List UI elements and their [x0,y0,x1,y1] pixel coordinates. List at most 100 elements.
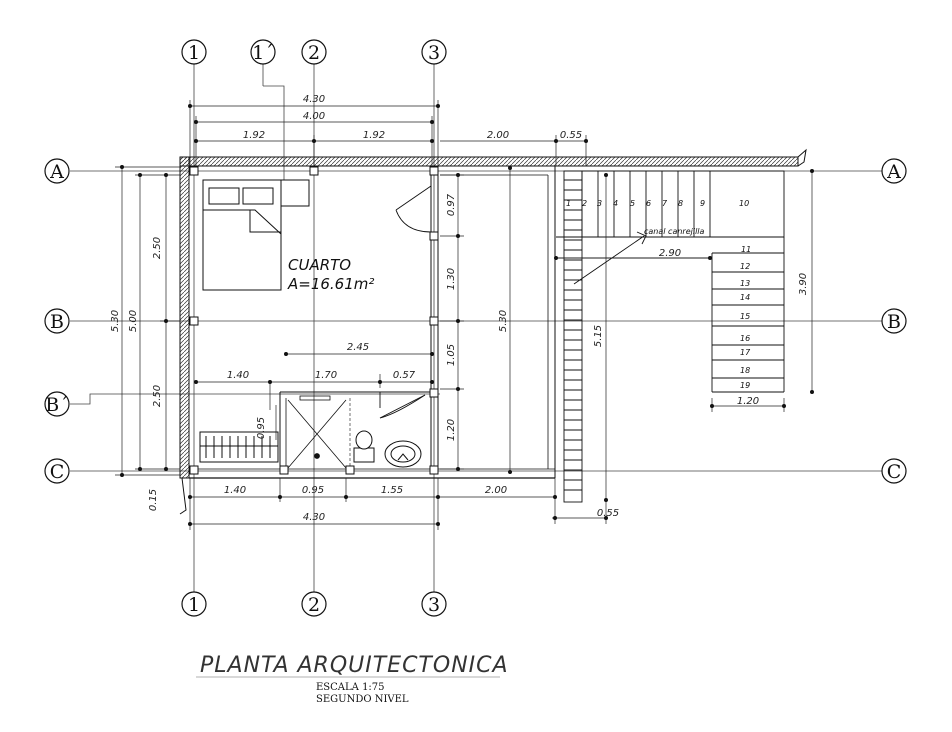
svg-text:11: 11 [741,245,751,254]
svg-text:10: 10 [739,199,749,208]
svg-text:5.00: 5.00 [128,310,139,332]
svg-text:0.95: 0.95 [302,485,324,496]
drawing-level: SEGUNDO NIVEL [316,694,409,705]
shower [287,395,347,469]
svg-text:7: 7 [662,199,668,208]
stair-note: canal canrejilla [644,227,705,236]
svg-text:19: 19 [740,381,750,390]
doors [379,185,432,419]
svg-text:A: A [886,161,901,183]
svg-text:2.00: 2.00 [485,485,507,496]
grid-bubble-1prime-top: 1´ [250,39,276,65]
grid-bubbles-right: A B C [881,158,907,484]
svg-text:3: 3 [597,199,602,208]
svg-text:B: B [50,311,64,333]
svg-text:0.15: 0.15 [148,489,159,511]
svg-text:3: 3 [428,594,440,616]
svg-text:1.40: 1.40 [224,485,246,496]
svg-text:16: 16 [740,334,750,343]
svg-text:4.30: 4.30 [303,512,325,523]
svg-text:2: 2 [308,42,320,64]
svg-text:5.30: 5.30 [110,310,121,332]
title-block: PLANTA ARQUITECTONICA ESCALA 1:75 SEGUND… [196,653,509,705]
svg-text:17: 17 [740,348,751,357]
svg-text:9: 9 [700,199,705,208]
svg-text:1.92: 1.92 [363,130,385,141]
grid-bubble-3-bottom: 3 [421,591,447,617]
svg-text:18: 18 [740,366,750,375]
svg-text:1.20: 1.20 [737,396,759,407]
svg-text:13: 13 [740,279,750,288]
svg-text:CUARTO: CUARTO [288,256,351,274]
svg-text:2.50: 2.50 [152,385,163,407]
stair-step-numbers: 1 2 3 4 5 6 7 8 9 10 11 12 13 14 15 16 1… [566,199,751,390]
sink [384,440,422,468]
svg-text:4.00: 4.00 [303,111,325,122]
svg-text:0.55: 0.55 [597,508,619,519]
grid-bubble-3-top: 3 [421,39,447,65]
svg-text:0.55: 0.55 [560,130,582,141]
svg-text:B´: B´ [45,394,68,416]
svg-text:4: 4 [613,199,618,208]
svg-text:2.45: 2.45 [347,342,369,353]
svg-text:C: C [887,461,902,483]
grid-bubble-C-left: C [44,458,70,484]
svg-text:1.05: 1.05 [446,344,457,366]
svg-text:4.30: 4.30 [303,94,325,105]
svg-text:1: 1 [566,199,571,208]
grid-bubble-2-bottom: 2 [301,591,327,617]
grid-bubbles-left: A B B´ C [44,158,70,484]
svg-text:15: 15 [740,312,750,321]
svg-text:14: 14 [740,293,750,302]
svg-text:0.57: 0.57 [393,370,416,381]
grid-bubble-C-right: C [881,458,907,484]
svg-text:1.92: 1.92 [243,130,265,141]
drawing-title: PLANTA ARQUITECTONICA [200,653,509,678]
svg-text:1.40: 1.40 [227,370,249,381]
svg-text:12: 12 [740,262,750,271]
svg-text:2.50: 2.50 [152,237,163,259]
dimension-lines [115,100,813,530]
svg-text:1.30: 1.30 [446,268,457,290]
svg-text:3: 3 [428,42,440,64]
grid-bubble-1-bottom: 1 [181,591,207,617]
svg-text:1.55: 1.55 [381,485,403,496]
svg-text:8: 8 [678,199,683,208]
svg-text:A=16.61m²: A=16.61m² [287,275,374,293]
svg-text:6: 6 [646,199,651,208]
svg-text:2: 2 [582,199,587,208]
grid-bubble-1-top: 1 [181,39,207,65]
svg-text:5.15: 5.15 [593,325,604,347]
drawing-scale: ESCALA 1:75 [316,682,385,693]
grid-bubble-Bprime-left: B´ [44,391,70,417]
svg-text:1.20: 1.20 [446,419,457,441]
room-label: CUARTO A=16.61m² [287,256,374,293]
svg-text:1: 1 [188,42,200,64]
svg-text:5.30: 5.30 [498,310,509,332]
toilet [353,430,375,463]
dimension-labels: 4.30 4.00 1.92 1.92 2.00 0.55 1.40 0.95 … [110,94,809,523]
svg-text:2.90: 2.90 [659,248,681,259]
svg-text:1.70: 1.70 [315,370,337,381]
closet [199,431,279,463]
dimension-ticks [120,104,814,526]
grid-bubbles-bottom: 1 2 3 [181,591,447,617]
svg-text:3.90: 3.90 [798,273,809,295]
bed [202,179,310,291]
columns [189,166,439,475]
grid-bubble-A-right: A [881,158,907,184]
grid-lines [70,64,882,592]
svg-text:2: 2 [308,594,320,616]
svg-text:1: 1 [188,594,200,616]
grid-bubble-A-left: A [44,158,70,184]
svg-text:B: B [887,311,901,333]
svg-text:0.97: 0.97 [446,193,457,216]
svg-text:0.95: 0.95 [256,417,267,439]
svg-text:1´: 1´ [252,42,274,64]
svg-text:A: A [49,161,64,183]
grid-bubble-B-right: B [881,308,907,334]
svg-text:C: C [50,461,65,483]
svg-text:5: 5 [630,199,635,208]
grid-bubble-B-left: B [44,308,70,334]
